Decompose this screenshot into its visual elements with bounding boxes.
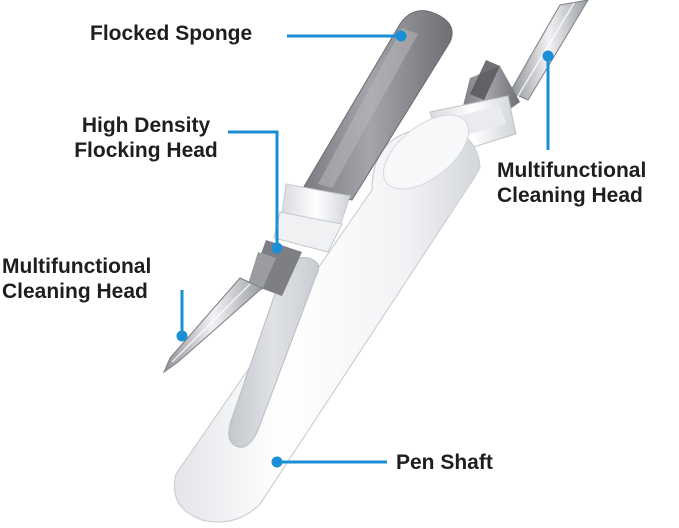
flocked-sponge-cap xyxy=(301,10,453,201)
left-metal-tip xyxy=(162,277,263,374)
dot-left-head xyxy=(176,330,188,342)
label-high-density-line2: Flocking Head xyxy=(74,139,218,162)
dot-flocked-sponge xyxy=(395,30,407,42)
dot-high-density xyxy=(271,242,283,254)
label-flocked-sponge-text: Flocked Sponge xyxy=(90,22,253,45)
label-pen-shaft-text: Pen Shaft xyxy=(396,451,493,474)
dot-pen-shaft xyxy=(271,456,283,468)
right-pen xyxy=(173,0,589,523)
label-high-density-line1: High Density xyxy=(81,114,211,137)
label-high-density: High Density Flocking Head xyxy=(56,113,236,163)
label-pen-shaft: Pen Shaft xyxy=(396,450,493,475)
leader-dots xyxy=(176,30,554,468)
label-right-head-line2: Cleaning Head xyxy=(497,184,643,207)
leader-lines xyxy=(180,34,550,464)
label-right-cleaning-head: Multifunctional Cleaning Head xyxy=(497,158,646,208)
label-flocked-sponge: Flocked Sponge xyxy=(90,21,252,46)
label-left-cleaning-head: Multifunctional Cleaning Head xyxy=(2,254,151,304)
right-metal-blade xyxy=(509,0,589,101)
flocking-head xyxy=(248,240,302,296)
dot-right-head xyxy=(542,50,554,62)
left-pen xyxy=(162,10,453,374)
leader-high-density xyxy=(228,130,279,245)
left-collar xyxy=(273,183,351,253)
label-right-head-line1: Multifunctional xyxy=(497,159,647,182)
label-left-head-line1: Multifunctional xyxy=(2,255,152,278)
label-left-head-line2: Cleaning Head xyxy=(2,280,148,303)
pen-shaft-body xyxy=(173,114,481,523)
